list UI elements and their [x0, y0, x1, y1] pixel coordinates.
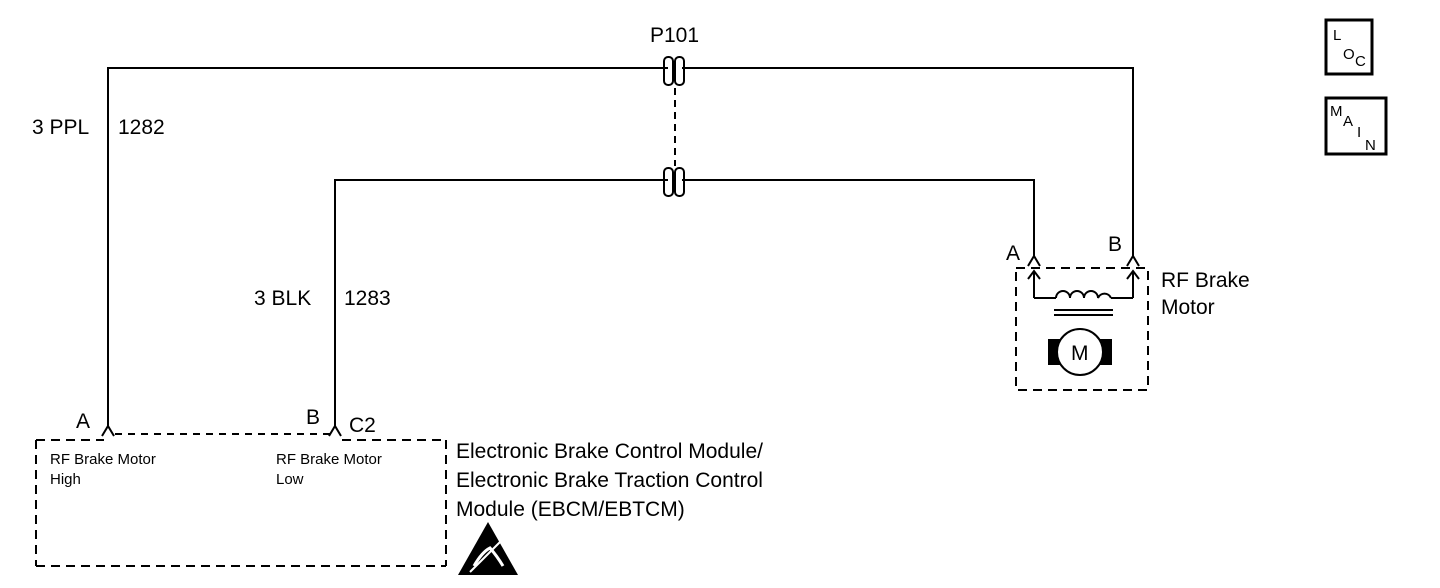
motor-symbol-letter: M — [1071, 342, 1089, 365]
ebcm-module: A B C2 RF Brake Motor High RF Brake Moto… — [35, 406, 763, 575]
loc-letter-3: C — [1355, 53, 1366, 70]
motor-pin-a: A — [1006, 242, 1020, 265]
main-button[interactable]: M A I N — [1324, 96, 1388, 156]
motor-pin-a-terminal — [1027, 254, 1041, 267]
loc-button[interactable]: L O C — [1324, 18, 1374, 76]
module-pin-b: B — [306, 406, 320, 429]
motor-pin-b: B — [1108, 233, 1122, 256]
module-name-line1: Electronic Brake Control Module/ — [456, 440, 763, 463]
connector-p101-upper-terminal — [663, 56, 685, 86]
module-name-line3: Module (EBCM/EBTCM) — [456, 498, 685, 521]
wire-ppl-1282 — [107, 67, 1134, 428]
motor-symbol: M — [1048, 328, 1112, 376]
wire-circuit-1283: 1283 — [344, 287, 391, 310]
wire-color-ppl: 3 PPL — [32, 116, 89, 139]
module-name-line2: Electronic Brake Traction Control — [456, 469, 763, 492]
loc-letter-2: O — [1343, 46, 1355, 63]
loc-letter-1: L — [1333, 27, 1341, 44]
module-pin-a: A — [76, 410, 90, 433]
motor-name-line1: RF Brake — [1161, 269, 1250, 292]
motor-winding — [1027, 269, 1140, 316]
main-letter-1: M — [1330, 103, 1343, 120]
motor-name-line2: Motor — [1161, 296, 1215, 319]
wire-color-blk: 3 BLK — [254, 287, 311, 310]
esd-warning-icon — [458, 522, 518, 575]
main-letter-3: I — [1357, 124, 1361, 141]
wire-blk-1283 — [334, 179, 1035, 428]
motor-dashed-box — [1015, 267, 1149, 391]
module-pin-b-terminal — [328, 424, 342, 437]
wire-circuit-1282: 1282 — [118, 116, 165, 139]
motor-pin-b-terminal — [1126, 254, 1140, 267]
module-pin-b-label-line2: Low — [276, 471, 304, 488]
module-pin-a-label-line1: RF Brake Motor — [50, 451, 156, 468]
main-letter-4: N — [1365, 137, 1376, 154]
connector-p101: P101 — [650, 24, 699, 197]
module-pin-a-label-line2: High — [50, 471, 81, 488]
module-connector-c2: C2 — [349, 414, 376, 437]
connector-p101-lower-terminal — [663, 167, 685, 197]
module-pin-a-terminal — [101, 424, 115, 437]
connector-p101-label: P101 — [650, 24, 699, 47]
rf-brake-motor: A B M RF Brake Motor — [1006, 233, 1250, 391]
main-letter-2: A — [1343, 113, 1353, 130]
module-pin-b-label-line1: RF Brake Motor — [276, 451, 382, 468]
